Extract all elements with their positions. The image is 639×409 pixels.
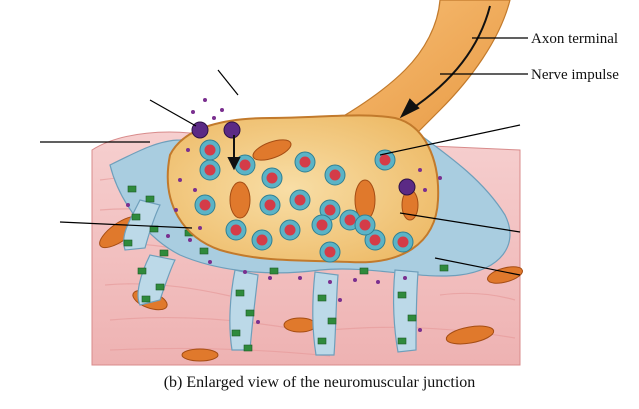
- synaptic-vesicle: [289, 189, 311, 211]
- receptor: [199, 247, 209, 255]
- acetylcholine-dot: [403, 276, 407, 280]
- synaptic-vesicle: [364, 229, 386, 251]
- receptor: [407, 314, 417, 322]
- receptor: [159, 249, 169, 257]
- receptor: [131, 213, 141, 221]
- acetylcholine-dot: [186, 148, 190, 152]
- acetylcholine-molecules: [126, 98, 442, 332]
- acetylcholine-dot: [188, 238, 192, 242]
- receptor: [127, 185, 137, 193]
- receptor: [439, 264, 449, 272]
- acetylcholine-dot: [212, 116, 216, 120]
- synaptic-vesicles: [194, 139, 414, 263]
- acetylcholine-dot: [198, 226, 202, 230]
- receptor: [155, 283, 165, 291]
- receptor: [359, 267, 369, 275]
- synaptic-vesicle: [324, 164, 346, 186]
- acetylcholine-dot: [268, 276, 272, 280]
- acetylcholine-dot: [178, 178, 182, 182]
- acetylcholine-dot: [243, 270, 247, 274]
- receptor: [327, 317, 337, 325]
- mitochondrion: [181, 348, 219, 362]
- calcium-channel: [191, 121, 209, 139]
- synaptic-vesicle: [311, 214, 333, 236]
- synaptic-vesicle: [199, 159, 221, 181]
- acetylcholine-dot: [220, 108, 224, 112]
- ach-receptors: [123, 185, 449, 352]
- calcium-channel: [223, 121, 241, 139]
- acetylcholine-dot: [376, 280, 380, 284]
- mitochondrion: [252, 139, 292, 161]
- synaptic-vesicle: [294, 151, 316, 173]
- acetylcholine-dot: [193, 188, 197, 192]
- synaptic-vesicle: [199, 139, 221, 161]
- acetylcholine-dot: [174, 208, 178, 212]
- acetylcholine-dot: [418, 168, 422, 172]
- receptor: [243, 344, 253, 352]
- impulse-arrows: [227, 5, 491, 171]
- receptor: [123, 239, 133, 247]
- receptor: [141, 295, 151, 303]
- receptor: [137, 267, 147, 275]
- receptor: [317, 337, 327, 345]
- receptor: [245, 309, 255, 317]
- acetylcholine-dot: [338, 298, 342, 302]
- receptor: [397, 337, 407, 345]
- synaptic-vesicle: [392, 231, 414, 253]
- figure-caption: (b) Enlarged view of the neuromuscular j…: [163, 374, 476, 391]
- acetylcholine-dot: [203, 98, 207, 102]
- acetylcholine-dot: [126, 203, 130, 207]
- synaptic-vesicle: [225, 219, 247, 241]
- acetylcholine-dot: [256, 320, 260, 324]
- acetylcholine-dot: [166, 234, 170, 238]
- mitochondrion: [283, 317, 317, 333]
- acetylcholine-dot: [418, 328, 422, 332]
- terminal-mitochondria: [229, 139, 419, 221]
- acetylcholine-dot: [208, 260, 212, 264]
- leader-lines: [40, 37, 528, 276]
- acetylcholine-dot: [328, 280, 332, 284]
- receptor: [317, 294, 327, 302]
- synaptic-vesicle: [194, 194, 216, 216]
- synaptic-vesicle: [319, 241, 341, 263]
- label-axon-terminal: Axon terminal: [531, 31, 619, 47]
- synaptic-vesicle: [261, 167, 283, 189]
- synaptic-vesicle: [259, 194, 281, 216]
- synaptic-vesicle: [279, 219, 301, 241]
- acetylcholine-dot: [438, 176, 442, 180]
- acetylcholine-dot: [353, 278, 357, 282]
- receptor: [231, 329, 241, 337]
- acetylcholine-dot: [298, 276, 302, 280]
- mitochondrion: [445, 325, 495, 345]
- acetylcholine-dot: [423, 188, 427, 192]
- synaptic-vesicle: [234, 154, 256, 176]
- receptor: [397, 291, 407, 299]
- calcium-channel: [398, 178, 416, 196]
- label-nerve-impulse: Nerve impulse: [531, 67, 619, 83]
- receptor: [235, 289, 245, 297]
- mitochondrion: [487, 266, 523, 284]
- receptor: [145, 195, 155, 203]
- acetylcholine-dot: [191, 110, 195, 114]
- synaptic-vesicle: [251, 229, 273, 251]
- mitochondrion: [229, 181, 251, 219]
- receptor: [269, 267, 279, 275]
- synaptic-vesicle: [354, 214, 376, 236]
